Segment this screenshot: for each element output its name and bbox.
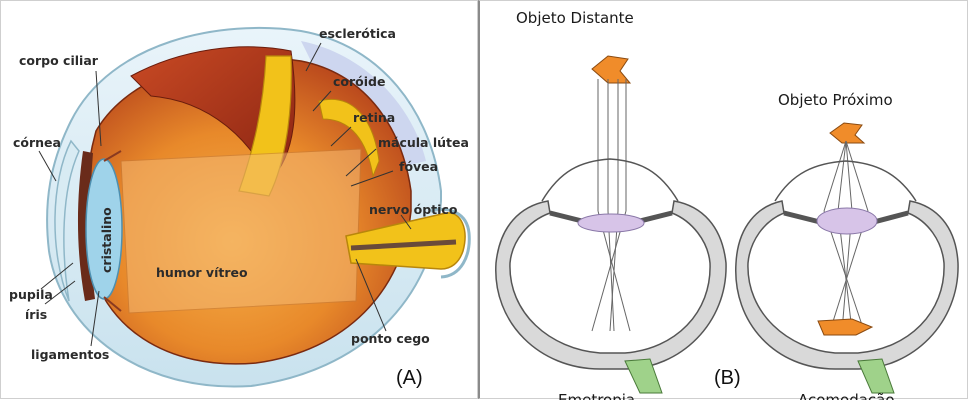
near-object-arrow (830, 123, 864, 143)
near-rays (824, 141, 868, 331)
label-cristalino: cristalino (99, 207, 114, 273)
label-macula-lutea: mácula lútea (378, 135, 469, 150)
eye-near (736, 123, 958, 393)
label-ponto-cego: ponto cego (351, 331, 430, 346)
title-objeto-distante: Objeto Distante (516, 9, 634, 27)
distant-lens (578, 214, 644, 232)
panel-a-tag: (A) (396, 367, 423, 390)
near-retina-image (818, 319, 872, 335)
eye-anatomy-illustration: esclerótica corpo ciliar coróide retina … (1, 1, 479, 400)
near-lens (817, 208, 877, 234)
panel-b-tag: (B) (714, 367, 741, 390)
panel-a-eye-anatomy: esclerótica corpo ciliar coróide retina … (0, 0, 478, 399)
near-cornea (775, 161, 916, 201)
label-ligamentos: ligamentos (31, 347, 109, 362)
distant-cornea (542, 159, 678, 201)
panel-b-accommodation: Objeto Distante Objeto Próximo (478, 0, 968, 399)
label-corpo-ciliar: corpo ciliar (19, 53, 99, 68)
label-iris: íris (25, 307, 47, 322)
label-pupila: pupila (9, 287, 53, 302)
distant-object-arrow (592, 56, 630, 83)
label-nervo-optico: nervo óptico (369, 202, 458, 217)
distant-rays (592, 79, 630, 331)
label-coroide: coróide (333, 74, 385, 89)
label-cornea: córnea (13, 135, 61, 150)
vitreous-slab-shape (121, 149, 361, 313)
accommodation-diagram: Objeto Distante Objeto Próximo (480, 1, 968, 400)
label-retina: retina (353, 110, 395, 125)
label-esclerotica: esclerótica (319, 26, 396, 41)
eye-distant (496, 56, 726, 393)
title-objeto-proximo: Objeto Próximo (778, 91, 893, 109)
label-humor-vitreo: humor vítreo (156, 265, 248, 280)
label-fovea: fóvea (399, 159, 438, 174)
